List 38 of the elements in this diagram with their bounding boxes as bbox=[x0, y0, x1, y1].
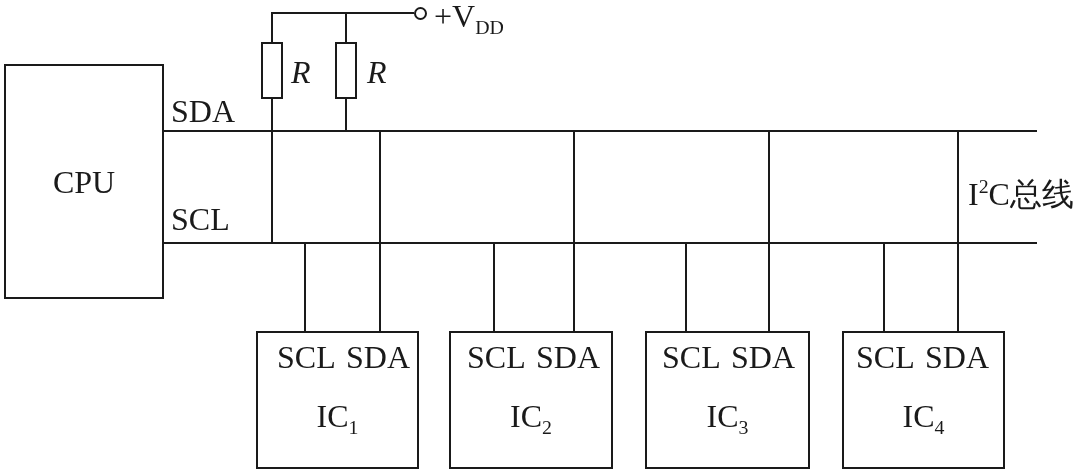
terminal-circle bbox=[414, 7, 427, 20]
bus-line bbox=[163, 130, 1038, 132]
wire bbox=[271, 98, 273, 244]
wire bbox=[957, 130, 959, 332]
pin-label: SCL bbox=[856, 341, 915, 373]
wire bbox=[345, 98, 347, 132]
pin-label: SDA bbox=[925, 341, 989, 373]
wire bbox=[493, 242, 495, 332]
resistor-symbol bbox=[261, 42, 283, 99]
wire bbox=[379, 130, 381, 332]
chip-box bbox=[256, 331, 419, 469]
processor-label: CPU bbox=[52, 165, 116, 198]
resistor-label: R bbox=[291, 56, 311, 88]
bus-line bbox=[163, 242, 1038, 244]
pin-label: SDA bbox=[346, 341, 410, 373]
bus-label: I$^{2}$C总线 bbox=[968, 178, 1074, 210]
resistor-symbol bbox=[335, 42, 357, 99]
chip-label: IC$_{4}$ bbox=[902, 400, 945, 432]
wire bbox=[304, 242, 306, 332]
supply-label: +V$_{DD}$ bbox=[434, 0, 504, 32]
pin-label: SCL bbox=[277, 341, 336, 373]
chip-label: IC$_{2}$ bbox=[510, 400, 552, 432]
processor-box bbox=[4, 64, 164, 299]
wire bbox=[883, 242, 885, 332]
pin-label: SCL bbox=[662, 341, 721, 373]
pin-label: SCL bbox=[467, 341, 526, 373]
resistor-label: R bbox=[367, 56, 387, 88]
wire bbox=[768, 130, 770, 332]
chip-label: IC$_{1}$ bbox=[316, 400, 359, 432]
chip-label: IC$_{3}$ bbox=[706, 400, 749, 432]
chip-box bbox=[449, 331, 613, 469]
wire bbox=[573, 130, 575, 332]
wire bbox=[685, 242, 687, 332]
pin-label: SDA bbox=[536, 341, 600, 373]
chip-box bbox=[842, 331, 1005, 469]
wire bbox=[345, 12, 415, 43]
chip-box bbox=[645, 331, 810, 469]
pin-label: SDA bbox=[731, 341, 795, 373]
